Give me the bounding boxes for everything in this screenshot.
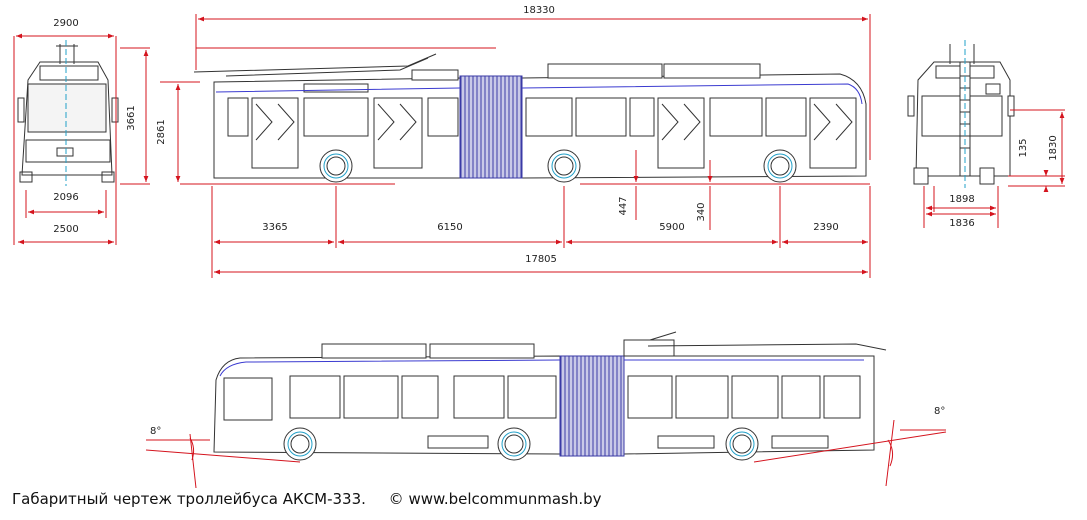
dim-rear-w1: 1898 xyxy=(949,194,974,205)
dim-body-height: 2861 xyxy=(156,119,167,144)
side-view-bottom xyxy=(213,331,887,461)
dim-rear-w2: 1836 xyxy=(949,218,974,229)
caption-title: Габаритный чертеж троллейбуса АКСМ-333. xyxy=(12,490,366,508)
dim-wheelbase-1: 6150 xyxy=(437,222,462,233)
front-dimensions xyxy=(13,33,200,245)
caption-copyright[interactable]: © www.belcommunmash.by xyxy=(388,490,602,508)
dim-step-height: 340 xyxy=(696,202,707,221)
angle-left: 8° xyxy=(150,426,161,437)
rear-view xyxy=(907,44,1015,185)
front-view xyxy=(17,44,119,183)
dim-wheelbase-2: 5900 xyxy=(659,222,684,233)
angle-right: 8° xyxy=(934,406,945,417)
side-view-top xyxy=(180,14,871,185)
dim-front-overhang: 3365 xyxy=(262,222,287,233)
dim-front-width-bottom: 2500 xyxy=(53,224,78,235)
rear-dimensions xyxy=(923,109,1065,228)
dim-front-track: 2096 xyxy=(53,192,78,203)
dim-overall-length: 18330 xyxy=(523,5,555,16)
drawing-caption: Габаритный чертеж троллейбуса АКСМ-333. … xyxy=(12,490,620,508)
dim-floor-height: 447 xyxy=(618,196,629,215)
dim-rear-h2: 1830 xyxy=(1048,135,1059,160)
dim-rear-overhang: 2390 xyxy=(813,222,838,233)
dim-body-length: 17805 xyxy=(525,254,557,265)
dim-height-with-poles: 3661 xyxy=(126,105,137,130)
dim-front-width-top: 2900 xyxy=(53,18,78,29)
dim-rear-h1: 135 xyxy=(1018,138,1029,157)
side-dimensions xyxy=(211,150,871,278)
approach-angle-lines xyxy=(145,419,947,489)
